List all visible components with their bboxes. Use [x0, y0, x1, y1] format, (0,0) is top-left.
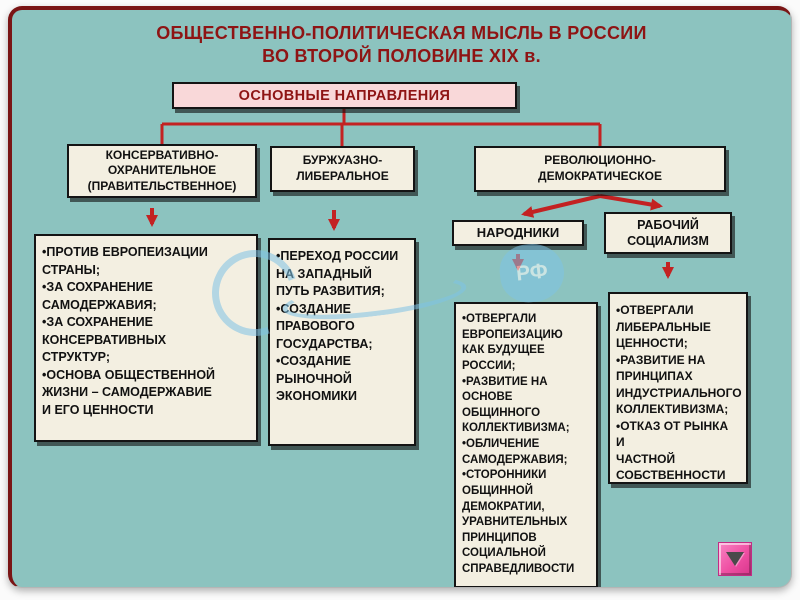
- branch-conservative-label: КОНСЕРВАТИВНО- ОХРАНИТЕЛЬНОЕ (ПРАВИТЕЛЬС…: [87, 147, 237, 193]
- subbranch-worker-socialism-label: РАБОЧИЙ СОЦИАЛИЗМ: [627, 217, 709, 248]
- branch-revolutionary-label: РЕВОЛЮЦИОННО- ДЕМОКРАТИЧЕСКОЕ: [538, 153, 662, 183]
- next-slide-button[interactable]: [718, 542, 752, 576]
- details-worker-socialism-text: •ОТВЕРГАЛИ ЛИБЕРАЛЬНЫЕ ЦЕННОСТИ; •РАЗВИТ…: [616, 303, 742, 483]
- details-worker-socialism: •ОТВЕРГАЛИ ЛИБЕРАЛЬНЫЕ ЦЕННОСТИ; •РАЗВИТ…: [608, 292, 748, 484]
- root-node-label: ОСНОВНЫЕ НАПРАВЛЕНИЯ: [238, 87, 451, 104]
- root-node: ОСНОВНЫЕ НАПРАВЛЕНИЯ: [172, 82, 517, 109]
- arrow-to-narodniki: [521, 194, 601, 218]
- details-narodniki-text: •ОТВЕРГАЛИ ЕВРОПЕИЗАЦИЮ КАК БУДУЩЕЕ РОСС…: [462, 313, 575, 575]
- subbranch-narodniki-label: НАРОДНИКИ: [476, 224, 560, 240]
- down-triangle-icon: [726, 552, 744, 566]
- title-line-1: ОБЩЕСТВЕННО-ПОЛИТИЧЕСКАЯ МЫСЛЬ В РОССИИ: [156, 23, 647, 43]
- watermark-text: РФ: [515, 259, 549, 286]
- slide: ОБЩЕСТВЕННО-ПОЛИТИЧЕСКАЯ МЫСЛЬ В РОССИИ …: [8, 6, 792, 588]
- subbranch-worker-socialism: РАБОЧИЙ СОЦИАЛИЗМ: [604, 212, 732, 254]
- details-conservative-text: •ПРОТИВ ЕВРОПЕИЗАЦИИ СТРАНЫ; •ЗА СОХРАНЕ…: [42, 245, 216, 417]
- branch-liberal: БУРЖУАЗНО- ЛИБЕРАЛЬНОЕ: [270, 146, 415, 192]
- branch-conservative: КОНСЕРВАТИВНО- ОХРАНИТЕЛЬНОЕ (ПРАВИТЕЛЬС…: [67, 144, 257, 198]
- details-liberal-text: •ПЕРЕХОД РОССИИ НА ЗАПАДНЫЙ ПУТЬ РАЗВИТИ…: [276, 249, 399, 403]
- watermark-badge: РФ: [497, 240, 567, 306]
- details-liberal: •ПЕРЕХОД РОССИИ НА ЗАПАДНЫЙ ПУТЬ РАЗВИТИ…: [268, 238, 416, 446]
- branch-liberal-label: БУРЖУАЗНО- ЛИБЕРАЛЬНОЕ: [296, 153, 389, 183]
- arrow-to-worker-socialism: [599, 194, 663, 211]
- details-conservative: •ПРОТИВ ЕВРОПЕИЗАЦИИ СТРАНЫ; •ЗА СОХРАНЕ…: [34, 234, 258, 442]
- subbranch-narodniki: НАРОДНИКИ: [452, 220, 584, 246]
- title-line-2: ВО ВТОРОЙ ПОЛОВИНЕ XIX в.: [262, 45, 541, 66]
- branch-revolutionary: РЕВОЛЮЦИОННО- ДЕМОКРАТИЧЕСКОЕ: [474, 146, 726, 192]
- page-title: ОБЩЕСТВЕННО-ПОЛИТИЧЕСКАЯ МЫСЛЬ В РОССИИ …: [12, 22, 791, 67]
- details-narodniki: •ОТВЕРГАЛИ ЕВРОПЕИЗАЦИЮ КАК БУДУЩЕЕ РОСС…: [454, 302, 598, 587]
